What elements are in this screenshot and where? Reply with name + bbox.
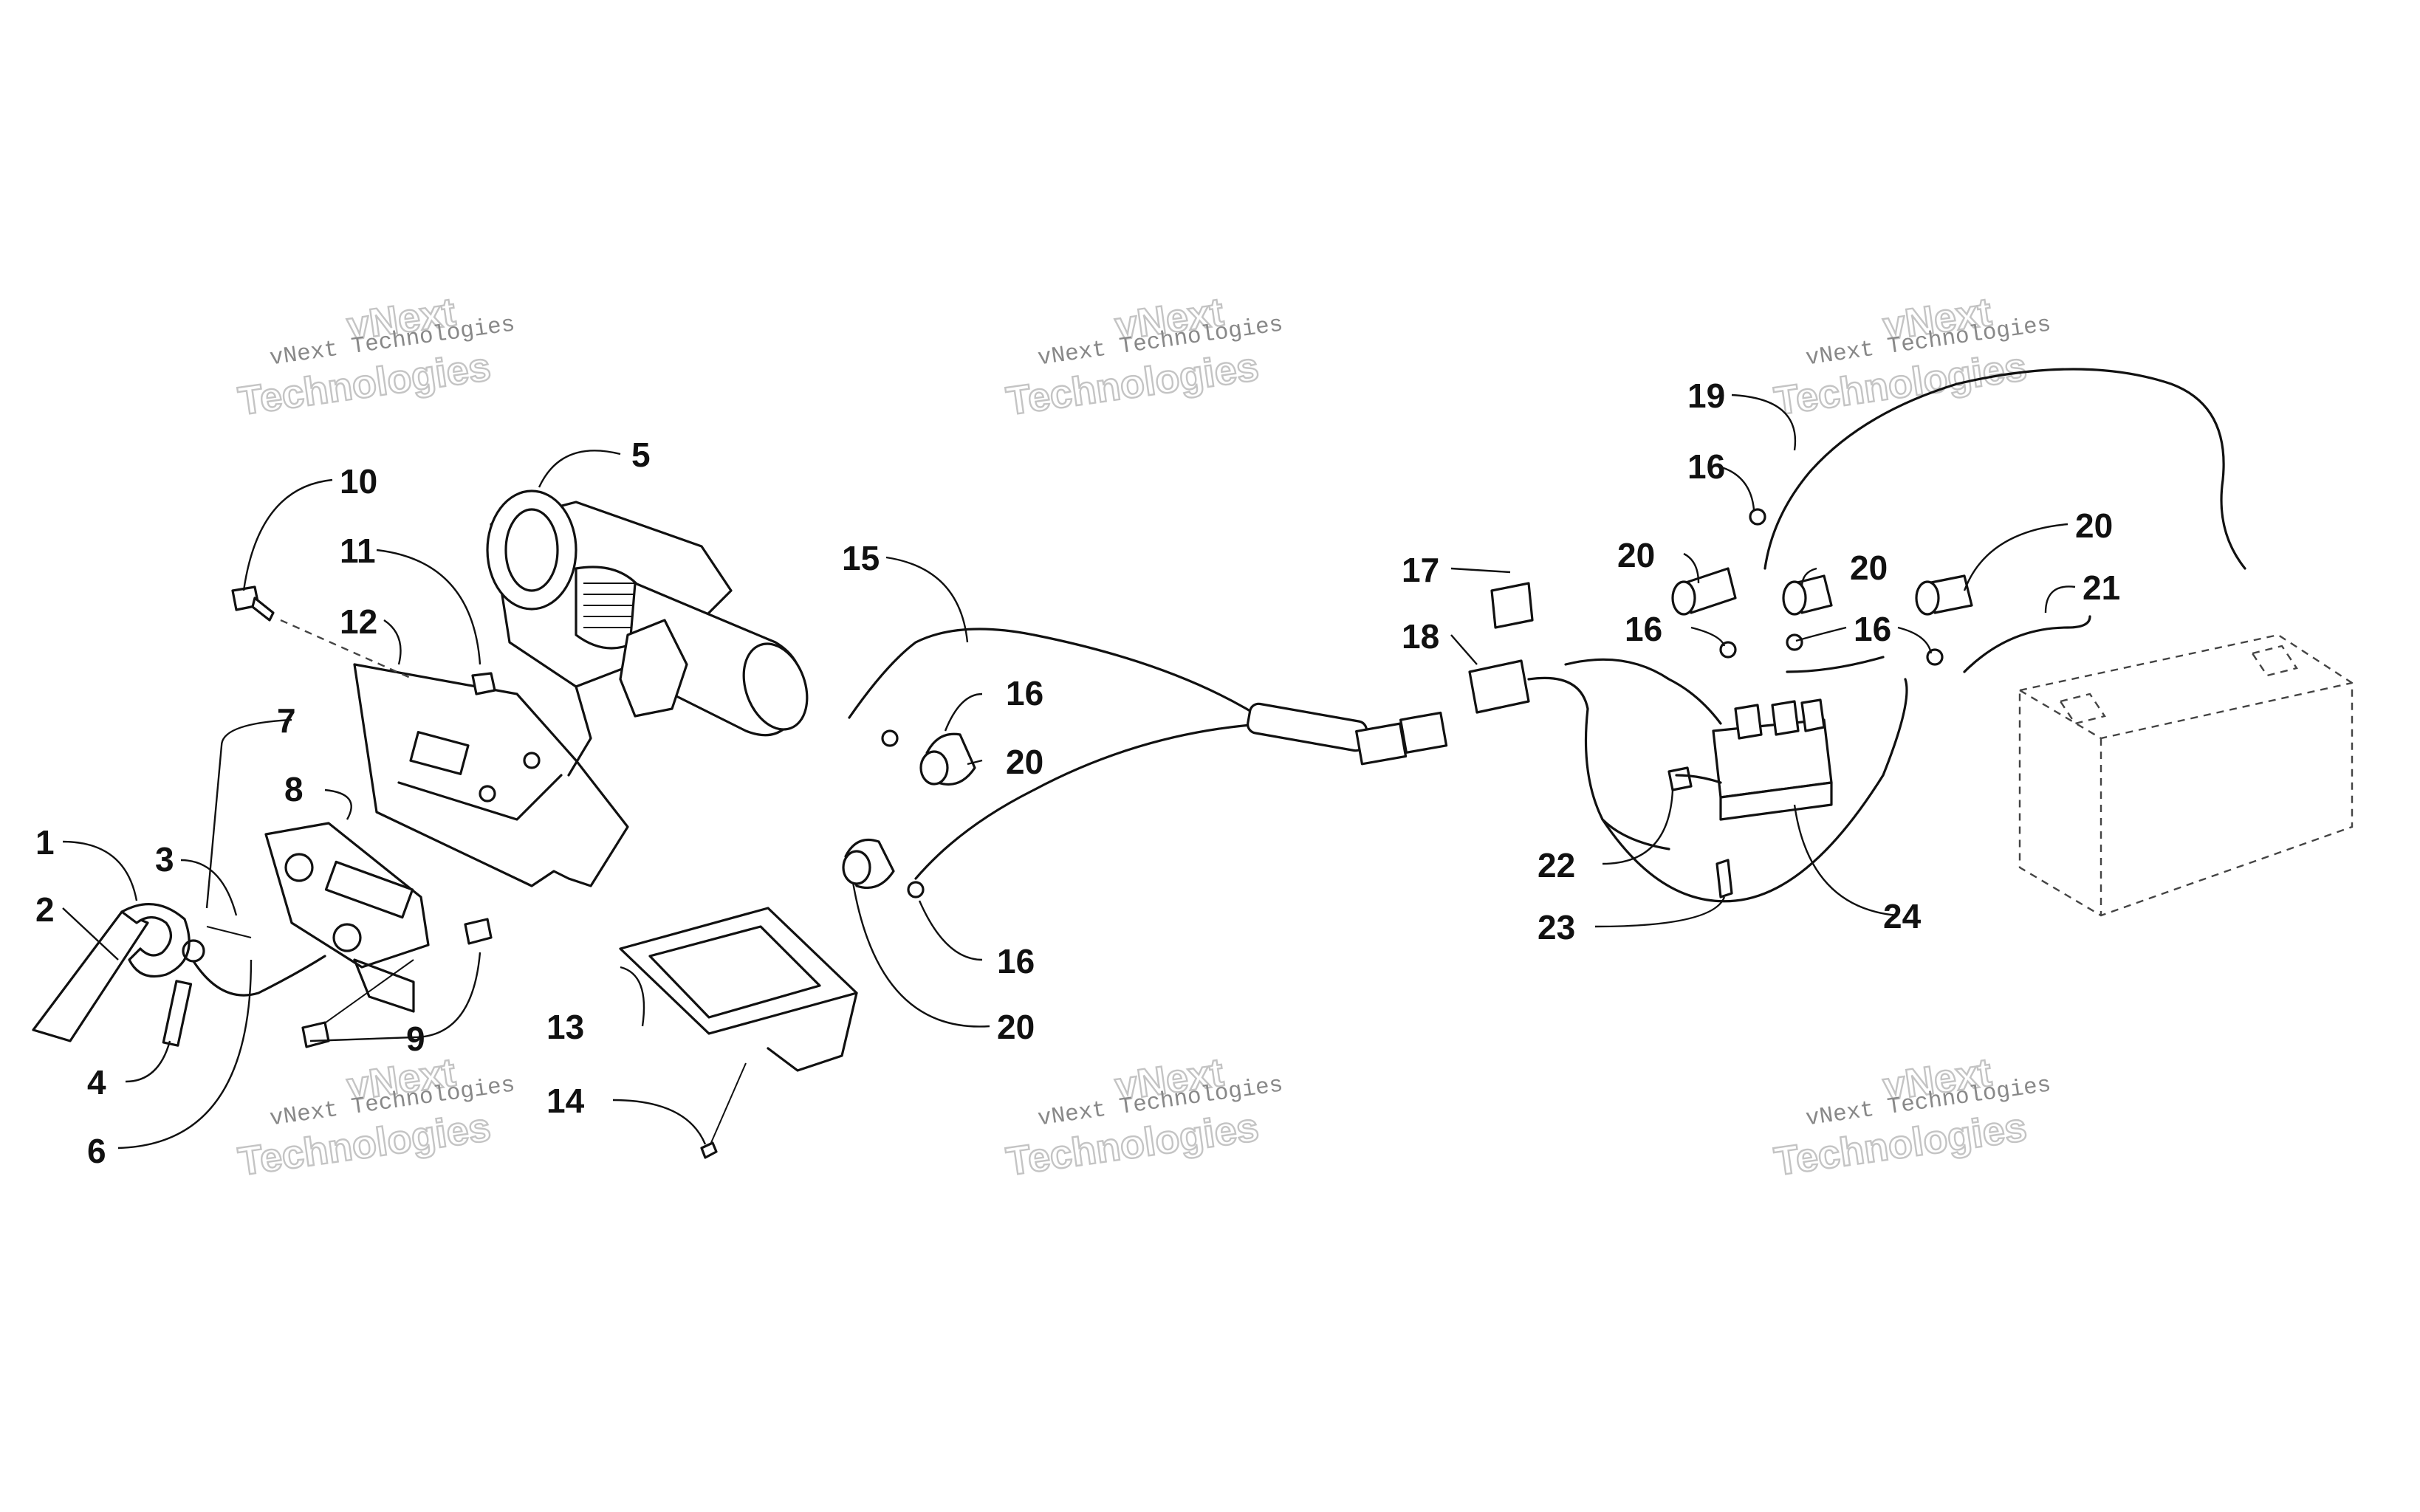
callout-8: 8	[284, 770, 304, 808]
callout-16-c: 16	[1687, 447, 1725, 486]
callout-18: 18	[1402, 617, 1439, 656]
callout-22: 22	[1538, 846, 1575, 884]
watermark-bottom-left: vNext vNext Technologies Technologies	[235, 1049, 517, 1185]
winch-assembly	[486, 489, 809, 777]
callout-2: 2	[35, 890, 55, 929]
callout-20-c: 20	[1617, 536, 1655, 574]
callout-14: 14	[546, 1082, 585, 1120]
callout-leaders	[62, 394, 2076, 1150]
callout-20-e: 20	[2075, 506, 2113, 545]
fairlead-cover	[619, 907, 858, 1072]
callout-5: 5	[631, 436, 651, 474]
callout-16-a: 16	[1006, 674, 1043, 712]
callout-11: 11	[340, 532, 376, 570]
callout-19: 19	[1687, 377, 1725, 415]
callout-20-b: 20	[997, 1008, 1035, 1046]
watermark-top-center: vNext vNext Technologies Technologies	[1003, 289, 1285, 425]
callout-24: 24	[1883, 897, 1922, 935]
watermark-top-left: vNext vNext Technologies Technologies	[235, 289, 517, 425]
callout-23: 23	[1538, 908, 1575, 946]
winch-mount-plate	[280, 619, 629, 887]
winch-hook-strap	[32, 903, 326, 1047]
bolt-10	[231, 585, 275, 622]
callout-17: 17	[1402, 551, 1439, 589]
screw-14	[700, 1062, 747, 1159]
callout-6: 6	[87, 1132, 106, 1170]
callout-7: 7	[277, 701, 296, 740]
callout-4: 4	[87, 1063, 106, 1102]
nut-11	[471, 672, 496, 695]
battery-cable-19	[1763, 368, 2246, 570]
terminal-boot-20-left	[842, 729, 976, 898]
callout-labels: 1 2 3 4 5 6 7 8 9 10 11 12 13 14 15 16 1…	[35, 377, 2120, 1170]
callout-16-d: 16	[1625, 610, 1662, 648]
callout-3: 3	[155, 840, 174, 879]
callout-1: 1	[35, 823, 55, 862]
callout-20-d: 20	[1850, 549, 1888, 587]
watermark-bottom-right: vNext vNext Technologies Technologies	[1771, 1049, 2053, 1185]
callout-12: 12	[340, 602, 377, 641]
fairlead-bracket	[264, 822, 493, 1048]
callout-16-b: 16	[997, 942, 1035, 980]
battery	[2018, 633, 2354, 917]
callout-20-a: 20	[1006, 743, 1043, 781]
power-cable-15	[848, 628, 1448, 880]
terminal-boots-right	[1671, 508, 2091, 673]
solenoid-24	[1601, 678, 1908, 903]
callout-10: 10	[340, 462, 377, 501]
callout-9: 9	[406, 1020, 425, 1058]
callout-21: 21	[2083, 568, 2120, 607]
wiring-harness-18	[1468, 582, 1722, 850]
callout-13: 13	[546, 1008, 584, 1046]
watermark-top-right: vNext vNext Technologies Technologies	[1771, 289, 2053, 425]
callout-15: 15	[842, 539, 880, 577]
watermark-bottom-center: vNext vNext Technologies Technologies	[1003, 1049, 1285, 1185]
callout-16-e: 16	[1854, 610, 1891, 648]
